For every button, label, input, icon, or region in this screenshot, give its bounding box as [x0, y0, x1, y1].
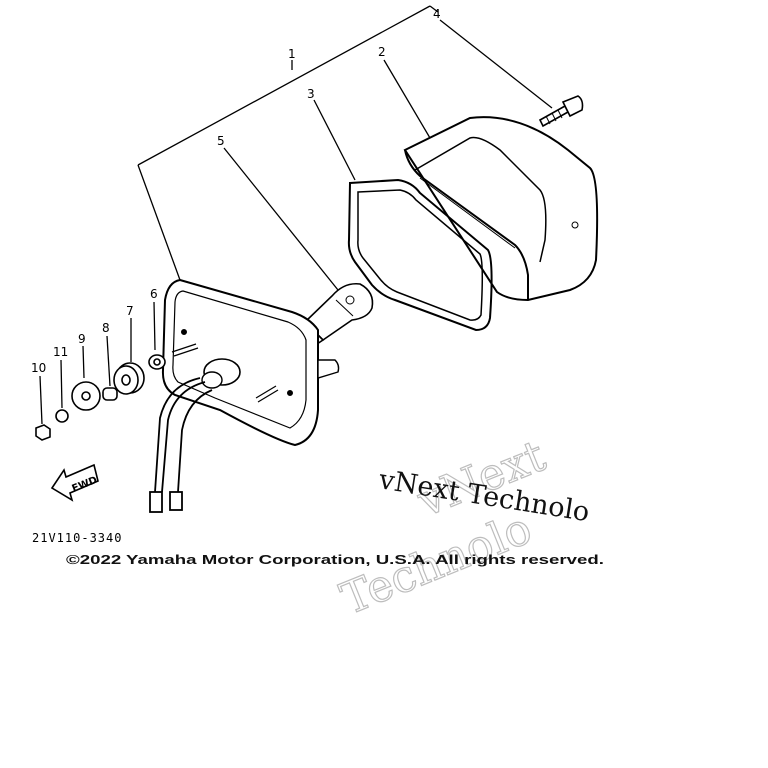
base-plate: [161, 278, 340, 447]
grommet-7: [113, 362, 145, 395]
copyright-notice: ©2022 Yamaha Motor Corporation, U.S.A. A…: [66, 552, 604, 567]
callout-10: 10: [31, 361, 46, 375]
watermark: vNext Technolo vNext Technolo: [333, 430, 591, 626]
bolt: [538, 95, 584, 128]
callout-9: 9: [78, 332, 86, 346]
callout-numbers: 1 2 3 4 5 6 7 8 9 11 10: [31, 7, 441, 375]
callout-2: 2: [378, 45, 386, 59]
callout-8: 8: [102, 321, 110, 335]
gasket: [347, 178, 493, 332]
callout-4: 4: [433, 7, 441, 21]
washer-6: [148, 354, 166, 370]
callout-6: 6: [150, 287, 158, 301]
callout-1: 1: [288, 47, 296, 61]
collar-8: [102, 387, 118, 401]
wire-harness: [149, 377, 213, 513]
callout-3: 3: [307, 87, 315, 101]
lens-housing: [403, 116, 599, 302]
callout-7: 7: [126, 304, 134, 318]
leader-lines: [39, 5, 553, 425]
forward-arrow-icon: FWD: [50, 463, 99, 502]
part-code: 21V110-3340: [32, 531, 122, 545]
washer-9: [71, 381, 101, 411]
callout-5: 5: [217, 134, 225, 148]
nut-10: [35, 424, 51, 441]
callout-11: 11: [53, 345, 68, 359]
spring-washer-11: [55, 409, 69, 423]
image-crop-mask: [606, 380, 768, 600]
